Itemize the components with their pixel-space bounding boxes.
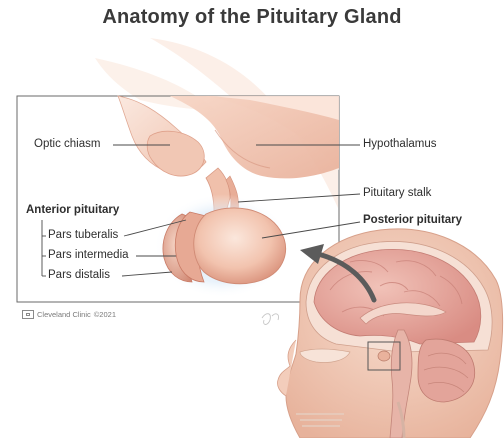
label-anterior-pituitary: Anterior pituitary: [26, 204, 119, 216]
cleveland-clinic-logo-icon: [22, 310, 34, 319]
label-pars-intermedia: Pars intermedia: [48, 249, 129, 261]
leader-pituitary-stalk: [238, 194, 360, 202]
label-pars-distalis: Pars distalis: [48, 269, 110, 281]
label-pars-tuberalis: Pars tuberalis: [48, 229, 118, 241]
label-posterior-pituitary: Posterior pituitary: [363, 214, 462, 226]
label-pituitary-stalk: Pituitary stalk: [363, 187, 431, 199]
label-hypothalamus: Hypothalamus: [363, 138, 437, 150]
head-sagittal-view: [277, 229, 502, 438]
credit-year: ©2021: [94, 310, 116, 319]
credit-brand: Cleveland Clinic: [37, 310, 91, 319]
credit-line: Cleveland Clinic ©2021: [22, 310, 116, 319]
label-optic-chiasm: Optic chiasm: [34, 138, 100, 150]
leader-pars-distalis: [122, 272, 172, 276]
artist-signature: [262, 314, 279, 325]
